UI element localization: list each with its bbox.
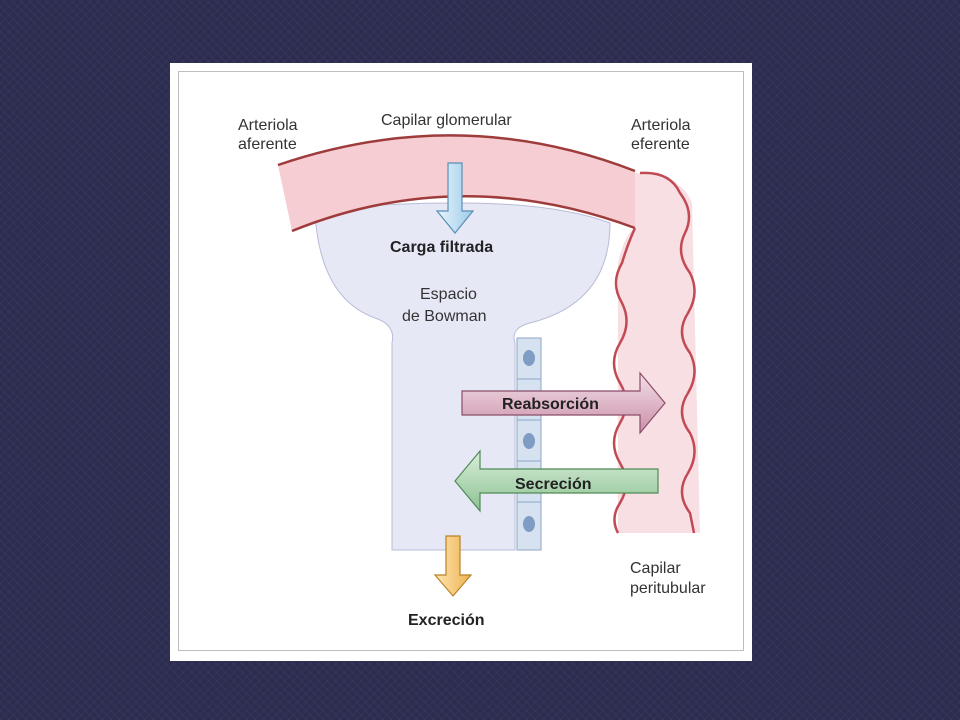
glomerular-capillary-label: Capilar glomerular bbox=[381, 112, 512, 129]
peritubular-label-line2: peritubular bbox=[630, 580, 706, 597]
filtration-arrow bbox=[435, 162, 475, 234]
secretion-arrow bbox=[454, 449, 659, 513]
peritubular-outer-wall bbox=[639, 171, 696, 534]
afferent-label-line2: aferente bbox=[238, 136, 297, 153]
efferent-label-line2: eferente bbox=[631, 136, 690, 153]
reabsorption-label: Reabsorción bbox=[502, 396, 599, 413]
peritubular-capillary bbox=[618, 173, 700, 533]
bowman-label-line1: Espacio bbox=[420, 286, 477, 303]
glomerular-capillary-top-wall bbox=[277, 134, 636, 173]
efferent-label-line1: Arteriola bbox=[631, 117, 691, 134]
tubule-epithelium bbox=[516, 337, 542, 551]
filtered-load-label: Carga filtrada bbox=[390, 239, 493, 256]
afferent-label-line1: Arteriola bbox=[238, 117, 298, 134]
secretion-label: Secreción bbox=[515, 476, 591, 493]
excretion-label: Excreción bbox=[408, 612, 484, 629]
bowman-label-line2: de Bowman bbox=[402, 308, 487, 325]
nephron-diagram: Arteriola aferente Capilar glomerular Ar… bbox=[238, 112, 706, 629]
reabsorption-arrow bbox=[461, 371, 666, 435]
excretion-arrow bbox=[433, 535, 473, 597]
diagram-border bbox=[178, 71, 744, 651]
diagram-frame: Arteriola aferente Capilar glomerular Ar… bbox=[170, 63, 752, 661]
peritubular-label-line1: Capilar bbox=[630, 560, 681, 577]
